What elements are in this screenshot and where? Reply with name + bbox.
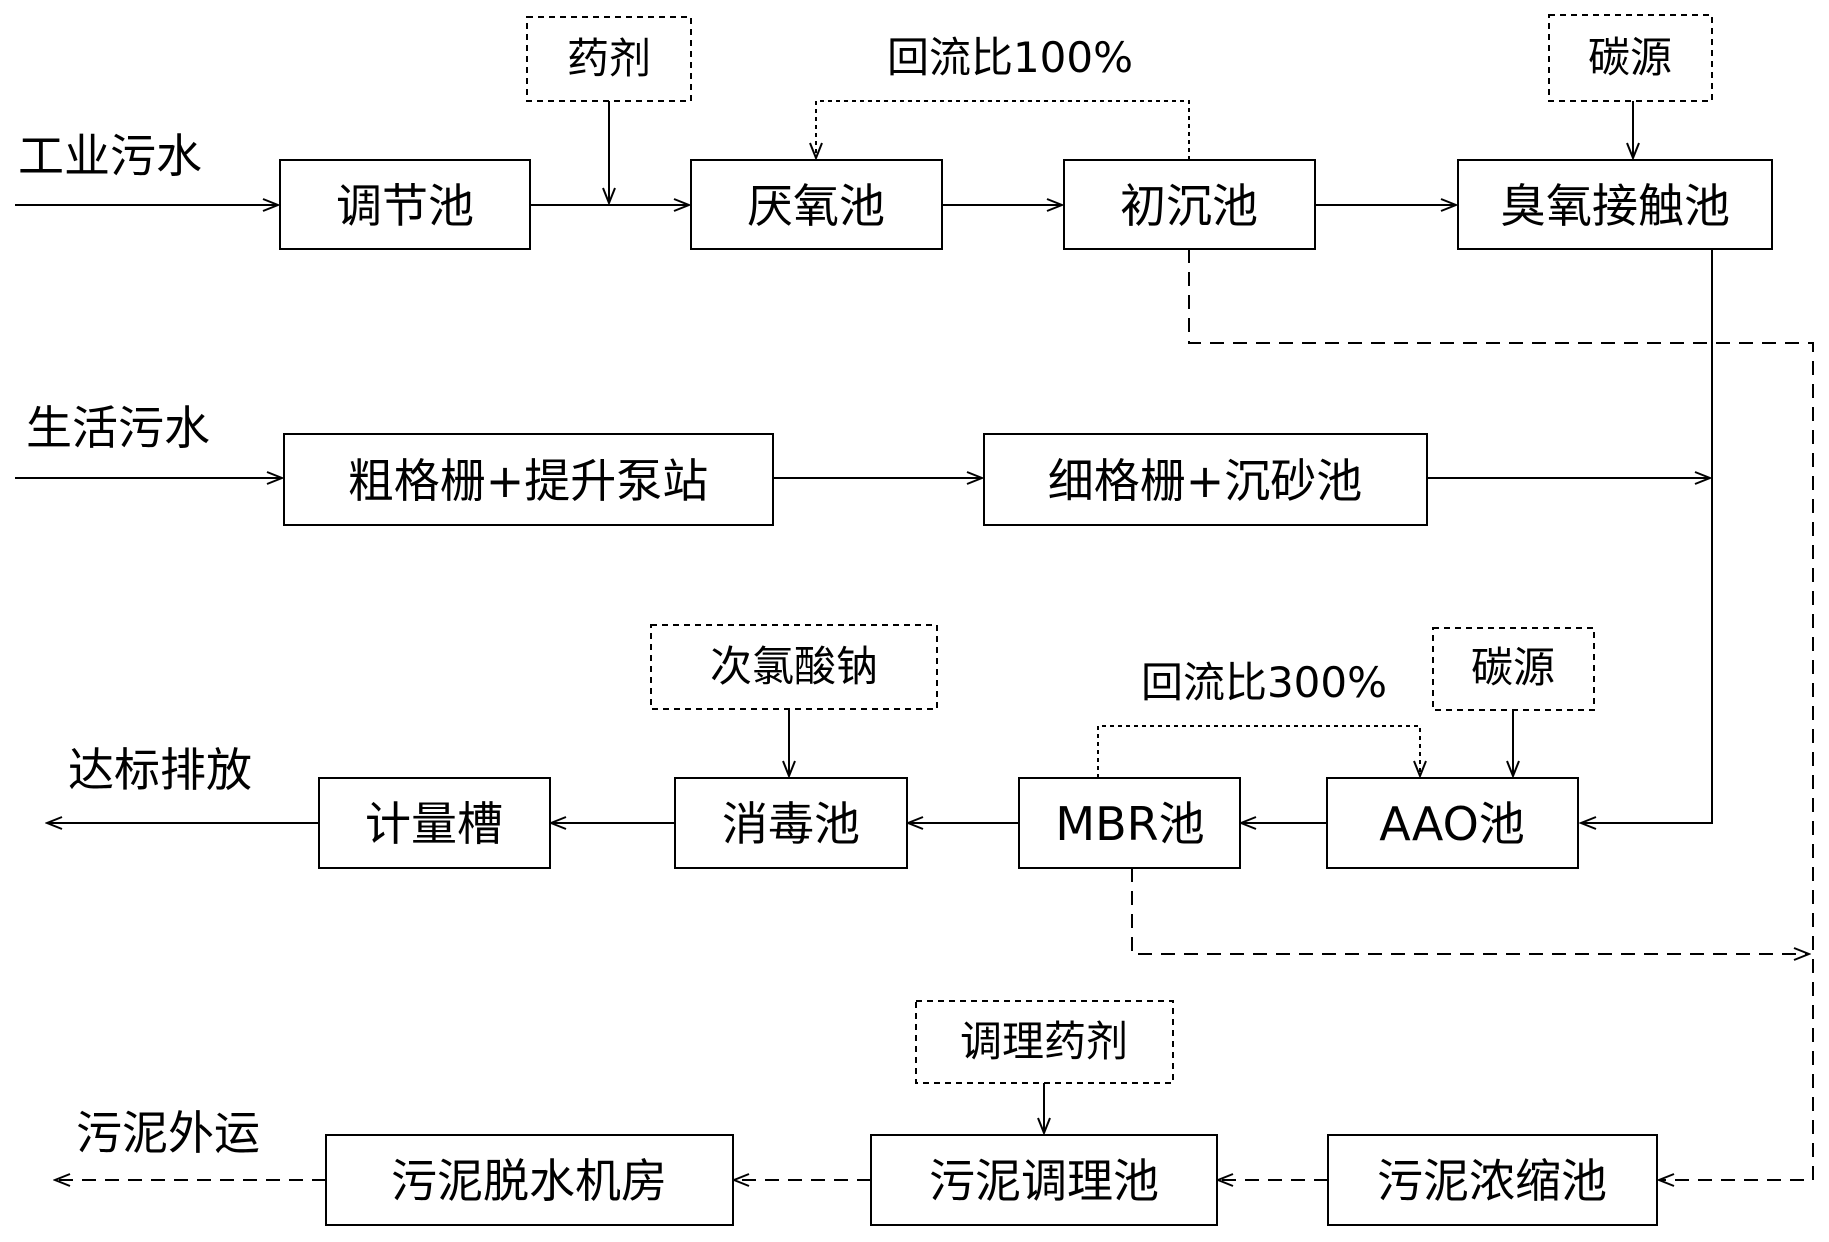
mbr-sludge-line (1131, 868, 1809, 954)
industrial-wastewater-label: 工业污水 (18, 129, 202, 183)
carbon-source-box-1 (1548, 14, 1713, 102)
sodium-hypochlorite-box (650, 624, 938, 710)
carbon-source-box-2 (1432, 627, 1595, 711)
fine-screen-grit-label: 细格栅+沉砂池 (1048, 454, 1363, 508)
discharge-label: 达标排放 (68, 743, 252, 797)
metering-tank-box (318, 777, 551, 869)
disinfection-tank-label: 消毒池 (722, 797, 860, 851)
sludge-conditioning-label: 污泥调理池 (929, 1154, 1159, 1208)
sludge-outbound-label: 污泥外运 (76, 1106, 260, 1160)
ozone-to-aao-line (1581, 249, 1713, 823)
conditioning-chemical-label: 调理药剂 (960, 1017, 1128, 1066)
domestic-wastewater-label: 生活污水 (26, 401, 210, 455)
coarse-screen-pump-label: 粗格栅+提升泵站 (348, 454, 709, 508)
recycle-100-line (816, 100, 1190, 160)
aao-tank-box (1326, 777, 1579, 869)
primary-sludge-line (1188, 249, 1814, 1180)
carbon-source-label-1: 碳源 (1588, 33, 1672, 82)
coarse-screen-pump-box (283, 433, 774, 526)
ozone-contact-tank-box (1457, 159, 1773, 250)
recycle-ratio-100-label: 回流比100% (887, 33, 1133, 82)
sludge-conditioning-box (870, 1134, 1218, 1226)
fine-screen-grit-box (983, 433, 1428, 526)
recycle-ratio-300-label: 回流比300% (1141, 658, 1387, 707)
disinfection-tank-box (674, 777, 908, 869)
recycle-300-line (1097, 725, 1420, 778)
sludge-dewatering-label: 污泥脱水机房 (391, 1154, 667, 1208)
sludge-thickener-box (1327, 1134, 1658, 1226)
mbr-tank-box (1018, 777, 1241, 869)
mbr-tank-label: MBR池 (1055, 797, 1204, 851)
primary-sedimentation-label: 初沉池 (1120, 179, 1258, 233)
aao-tank-label: AAO池 (1379, 797, 1525, 851)
ozone-contact-tank-label: 臭氧接触池 (1500, 179, 1730, 233)
chemical-dose-label: 药剂 (567, 34, 651, 83)
equalization-tank-label: 调节池 (336, 179, 474, 233)
anaerobic-tank-box (690, 159, 943, 250)
anaerobic-tank-label: 厌氧池 (747, 179, 885, 233)
sludge-dewatering-box (325, 1134, 734, 1226)
carbon-source-label-2: 碳源 (1471, 643, 1555, 692)
sludge-thickener-label: 污泥浓缩池 (1377, 1154, 1607, 1208)
sodium-hypochlorite-label: 次氯酸钠 (710, 642, 878, 691)
metering-tank-label: 计量槽 (365, 797, 503, 851)
chemical-dose-box (526, 16, 692, 102)
conditioning-chemical-box (915, 1000, 1174, 1084)
